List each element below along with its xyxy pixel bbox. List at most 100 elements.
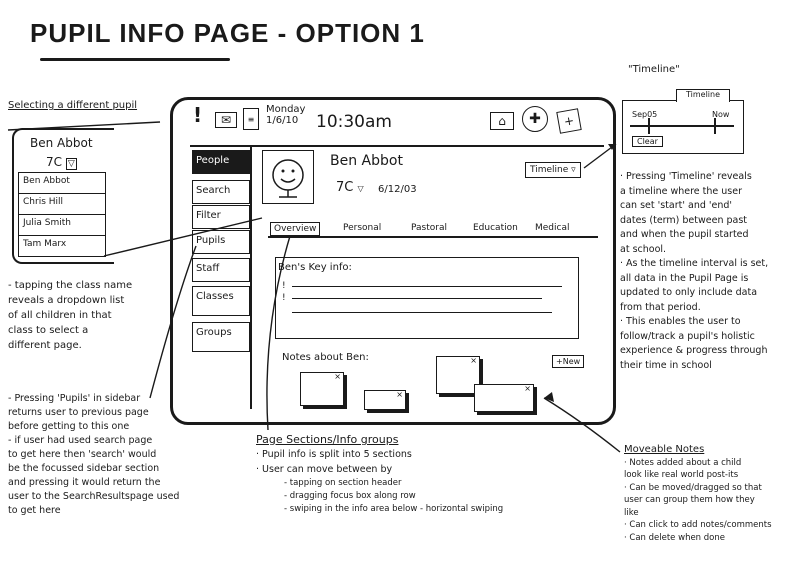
picker-heading: Selecting a different pupil bbox=[8, 98, 158, 113]
medical-cross-icon[interactable]: ✚ bbox=[522, 106, 548, 132]
pupils-annotation: - Pressing 'Pupils' in sidebar returns u… bbox=[8, 392, 208, 518]
notes-heading: Moveable Notes bbox=[624, 444, 705, 455]
picker-device-frame bbox=[12, 128, 114, 264]
home-icon[interactable]: ⌂ bbox=[490, 112, 514, 130]
sidebar-item-staff[interactable]: Staff bbox=[192, 258, 250, 282]
annotation-line: - tapping the class name bbox=[8, 280, 133, 291]
timeline-button-label: Timeline bbox=[530, 165, 569, 175]
annotation-line: dates (term) between past bbox=[620, 214, 748, 226]
sections-connector bbox=[266, 235, 291, 431]
sections-heading: Page Sections/Info groups bbox=[256, 433, 399, 446]
close-icon[interactable]: × bbox=[470, 356, 477, 365]
arrow-head-icon bbox=[544, 392, 554, 402]
tab-personal[interactable]: Personal bbox=[343, 223, 382, 233]
annotation-line: · Pressing 'Timeline' reveals bbox=[620, 171, 752, 182]
sidebar-item-classes[interactable]: Classes bbox=[192, 286, 250, 316]
sidebar-item-filter[interactable]: Filter bbox=[192, 205, 250, 229]
chevron-down-icon: ▽ bbox=[357, 184, 364, 193]
pupil-option[interactable]: Chris Hill bbox=[19, 194, 105, 215]
notes-connector bbox=[543, 397, 621, 453]
annotation-line: · Can be moved/dragged so that bbox=[624, 482, 762, 493]
mail-icon[interactable]: ✉ bbox=[215, 112, 237, 128]
annotation-line: look like real world post-its bbox=[624, 470, 739, 480]
annotation-line: - swiping in the info area below - horiz… bbox=[284, 504, 504, 514]
annotation-line: at school. bbox=[620, 243, 667, 255]
picker-pupil-name: Ben Abbot bbox=[30, 136, 93, 150]
sidebar-item-groups[interactable]: Groups bbox=[192, 322, 250, 352]
annotation-line: be the focussed sidebar section bbox=[8, 463, 160, 474]
annotation-line: of all children in that bbox=[8, 310, 112, 321]
sections-annotation: Page Sections/Info groups · Pupil info i… bbox=[256, 432, 596, 516]
pupil-option[interactable]: Tam Marx bbox=[23, 239, 67, 249]
sidebar-item-people[interactable]: People bbox=[192, 150, 250, 174]
picker-connector bbox=[103, 217, 263, 257]
timeline-clear-button[interactable]: Clear bbox=[632, 136, 663, 147]
picker-class-label: 7C bbox=[46, 155, 63, 169]
annotation-line: their time in school bbox=[620, 359, 712, 371]
note-card[interactable]: × bbox=[474, 384, 534, 412]
timeline-end-label: Now bbox=[712, 110, 730, 119]
notes-label: Notes about Ben: bbox=[282, 352, 369, 363]
key-info-label: Ben's Key info: bbox=[278, 262, 352, 273]
timeline-tab[interactable]: Timeline bbox=[676, 89, 730, 102]
annotation-line: class to select a bbox=[8, 325, 89, 336]
tab-medical[interactable]: Medical bbox=[535, 223, 570, 233]
annotation-line: experience & progress through bbox=[620, 345, 768, 356]
avatar-face-icon bbox=[272, 159, 304, 198]
timeline-start-handle[interactable] bbox=[648, 118, 650, 134]
timeline-annotation: · Pressing 'Timeline' reveals a timeline… bbox=[620, 170, 804, 373]
close-icon[interactable]: × bbox=[396, 390, 403, 399]
note-card[interactable]: × bbox=[436, 356, 480, 394]
annotation-line: returns user to previous page bbox=[8, 407, 149, 418]
annotation-line: to get here bbox=[8, 505, 61, 516]
annotation-line: from that period. bbox=[620, 301, 701, 313]
class-selector[interactable]: 7C ▽ bbox=[336, 180, 364, 195]
annotation-line: all data in the Pupil Page is bbox=[620, 272, 749, 284]
annotation-line: · Notes added about a child bbox=[624, 457, 742, 468]
sidebar-item-search[interactable]: Search bbox=[192, 180, 250, 204]
note-card[interactable]: × bbox=[364, 390, 406, 410]
timeline-end-handle[interactable] bbox=[714, 118, 716, 134]
key-info-line bbox=[292, 312, 552, 314]
pupil-option[interactable]: Julia Smith bbox=[19, 215, 105, 236]
pupil-dropdown: Ben Abbot Chris Hill Julia Smith Tam Mar… bbox=[18, 172, 106, 257]
timeline-track bbox=[630, 125, 734, 127]
date-of-birth: 6/12/03 bbox=[378, 184, 417, 195]
tab-education[interactable]: Education bbox=[473, 223, 518, 233]
new-note-button[interactable]: +New bbox=[552, 355, 585, 368]
picker-heading-text: Selecting a different pupil bbox=[8, 100, 138, 111]
alert-icon: ! bbox=[193, 103, 203, 127]
annotation-line: · Pupil info is split into 5 sections bbox=[256, 449, 412, 460]
annotation-line: different page. bbox=[8, 340, 82, 351]
timeline-heading: "Timeline" bbox=[628, 64, 680, 75]
notepad-icon[interactable]: ≡ bbox=[243, 108, 259, 130]
close-icon[interactable]: × bbox=[334, 372, 341, 381]
annotation-line: to get here then 'search' would bbox=[8, 449, 157, 460]
annotation-line: follow/track a pupil's holistic bbox=[620, 330, 755, 342]
page-title: PUPIL INFO PAGE - OPTION 1 bbox=[30, 18, 425, 48]
date-display: Monday 1/6/10 bbox=[266, 104, 305, 126]
picker-class-selector[interactable]: 7C ▽ bbox=[46, 155, 77, 170]
sidebar-item-pupils[interactable]: Pupils bbox=[192, 230, 250, 254]
annotation-line: · Can delete when done bbox=[624, 532, 725, 543]
annotation-line: before getting to this one bbox=[8, 421, 130, 432]
sidebar-divider bbox=[250, 147, 252, 409]
timeline-button[interactable]: Timeline ▿ bbox=[525, 162, 581, 178]
annotation-line: a timeline where the user bbox=[620, 185, 742, 197]
arrow-head-icon bbox=[608, 144, 616, 150]
date-value: 1/6/10 bbox=[266, 115, 299, 126]
tab-overview[interactable]: Overview bbox=[270, 222, 321, 236]
annotation-line: · As the timeline interval is set, bbox=[620, 258, 769, 269]
tab-pastoral[interactable]: Pastoral bbox=[411, 223, 447, 233]
chevron-down-icon: ▿ bbox=[571, 165, 576, 175]
chevron-down-icon: ▽ bbox=[65, 158, 77, 170]
annotation-line: reveals a dropdown list bbox=[8, 295, 125, 306]
annotation-line: user can group them how they bbox=[624, 495, 755, 505]
note-card[interactable]: × bbox=[300, 372, 344, 406]
close-icon[interactable]: × bbox=[524, 384, 531, 393]
notes-annotation: Moveable Notes · Notes added about a chi… bbox=[624, 444, 802, 544]
pupils-connector bbox=[149, 245, 197, 399]
key-info-line bbox=[292, 286, 562, 288]
pupil-option[interactable]: Ben Abbot bbox=[19, 173, 105, 194]
